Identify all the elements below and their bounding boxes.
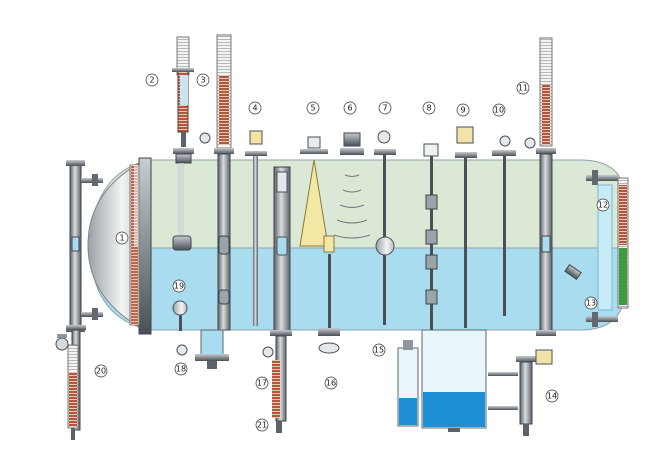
callout-11: 11: [516, 81, 530, 95]
callout-13: 13: [584, 296, 598, 310]
gauge-13-tall-right: [524, 37, 556, 336]
callout-15: 15: [372, 343, 386, 357]
probe-12: [492, 135, 516, 316]
callout-1: 1: [115, 231, 129, 245]
gauge-20-bottom-left: [55, 325, 86, 440]
callout-13-text: 13: [586, 299, 596, 308]
callouts: 1 2 3 4 5 6 7 8 9 10 11 12 13 14 15 16 1…: [94, 73, 610, 432]
callout-1-text: 1: [119, 234, 124, 243]
callout-14: 14: [545, 389, 559, 403]
callout-14-text: 14: [547, 392, 557, 401]
callout-18: 18: [174, 362, 188, 376]
gauge-head-internal-scale: [129, 164, 140, 326]
sump-tank: [421, 329, 518, 432]
callout-18-text: 18: [176, 365, 186, 374]
callout-5-text: 5: [310, 104, 315, 113]
switch-16-float: [172, 300, 188, 331]
callout-17: 17: [255, 376, 269, 390]
left-head-flange: [138, 157, 152, 335]
callout-17-text: 17: [257, 379, 267, 388]
callout-8: 8: [422, 101, 436, 115]
callout-5: 5: [306, 101, 320, 115]
probe-10: [423, 143, 439, 331]
callout-6: 6: [343, 101, 357, 115]
callout-6-text: 6: [347, 104, 352, 113]
cage-19-external: [516, 349, 553, 436]
callout-21: 21: [255, 418, 269, 432]
gauge-17-bottom: [262, 330, 292, 433]
callout-3-text: 3: [200, 76, 205, 85]
callout-4: 4: [248, 101, 262, 115]
callout-11-text: 11: [518, 84, 528, 93]
gauge-4-tall-scale: [214, 34, 234, 331]
callout-21-text: 21: [257, 421, 267, 430]
callout-8-text: 8: [426, 104, 431, 113]
gauge-2-3-top: [172, 36, 211, 251]
cage-6-float: [273, 166, 291, 333]
callout-10-text: 10: [494, 106, 504, 115]
gauge-18-small-tank: [397, 340, 419, 427]
callout-9: 9: [456, 103, 470, 117]
callout-3: 3: [196, 73, 210, 87]
callout-16: 16: [324, 376, 338, 390]
gauge-14-right-side: [586, 170, 629, 327]
callout-4-text: 4: [252, 104, 257, 113]
callout-12-text: 12: [598, 201, 608, 210]
callout-20-text: 20: [96, 367, 106, 376]
float-ball-9: [374, 130, 396, 325]
callout-2-text: 2: [149, 76, 154, 85]
callout-20: 20: [94, 364, 108, 378]
callout-16-text: 16: [326, 379, 336, 388]
callout-10: 10: [492, 103, 506, 117]
callout-2: 2: [145, 73, 159, 87]
callout-9-text: 9: [460, 106, 465, 115]
radar-7-cone: [299, 136, 340, 354]
switch-5: [245, 130, 267, 326]
ultrasonic-8: [333, 132, 371, 239]
bottom-nozzles: [176, 329, 229, 369]
callout-7: 7: [378, 101, 392, 115]
callout-12: 12: [596, 198, 610, 212]
callout-19-text: 19: [174, 282, 184, 291]
right-end-cap: [597, 184, 613, 311]
callout-15-text: 15: [374, 346, 384, 355]
transmitter-11: [455, 126, 477, 328]
callout-19: 19: [172, 279, 186, 293]
callout-7-text: 7: [382, 104, 387, 113]
switch-15-side: [564, 264, 582, 280]
